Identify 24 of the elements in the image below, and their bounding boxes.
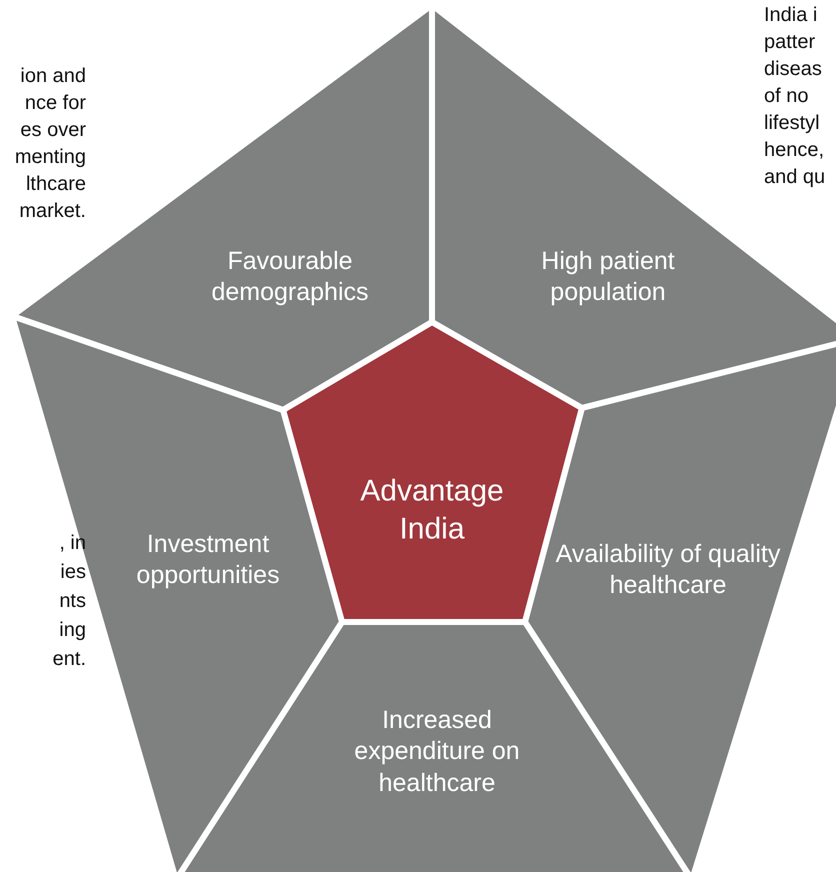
- text-line: ent.: [52, 647, 86, 672]
- text-line: and qu: [764, 165, 826, 190]
- segment-label: Investment opportunities: [135, 528, 281, 591]
- text-line: lthcare: [26, 172, 86, 197]
- text-line: menting: [14, 145, 86, 170]
- text-line: lifestyl: [764, 111, 820, 136]
- text-line: ies: [60, 560, 86, 585]
- text-line: of no: [764, 84, 808, 109]
- text-line: , in: [59, 531, 86, 556]
- text-line: India i: [764, 3, 818, 28]
- text-line: ing: [59, 618, 86, 643]
- segment-label: Increased expenditure on healthcare: [353, 705, 521, 799]
- segment-label: Availability of quality healthcare: [554, 538, 782, 601]
- text-line: nts: [59, 589, 86, 614]
- text-line: ion and: [20, 64, 86, 89]
- segment-label: High patient population: [540, 246, 676, 308]
- text-line: nce for: [24, 91, 86, 116]
- text-line: hence,: [764, 138, 824, 163]
- text-line: patter: [764, 30, 816, 55]
- text-line: market.: [19, 199, 86, 224]
- text-line: diseas: [764, 57, 822, 82]
- segment-label: Favourable demographics: [210, 246, 370, 308]
- segment-label: Advantage India: [359, 474, 505, 547]
- text-line: es over: [20, 118, 86, 143]
